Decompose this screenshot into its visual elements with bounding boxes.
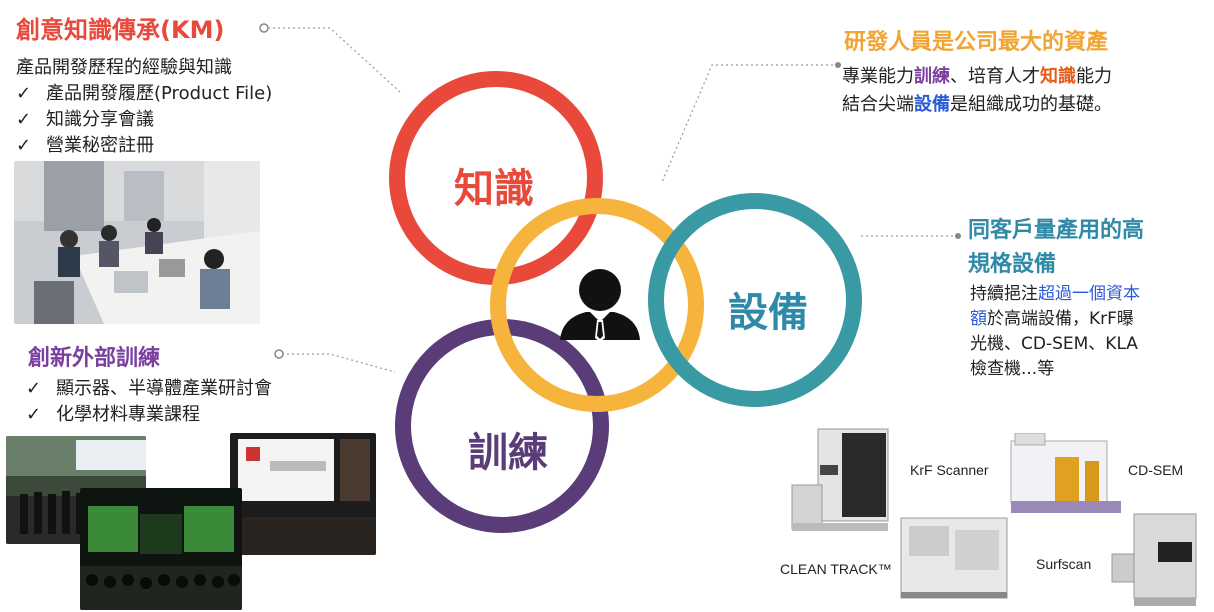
center-circle bbox=[490, 198, 704, 412]
cd-sem-image bbox=[1010, 433, 1121, 513]
equipment-label: 設備 bbox=[728, 290, 808, 336]
surfscan-label: Surfscan bbox=[1036, 556, 1092, 572]
people-line1: 專業能力訓練、培育人才知識能力 bbox=[842, 66, 1112, 87]
clean-track-image bbox=[900, 517, 1008, 599]
cd-sem-label: CD-SEM bbox=[1128, 462, 1184, 478]
km-section: 創意知識傳承(KM) 產品開發歷程的經驗與知識 產品開發履歷(Product F… bbox=[16, 10, 272, 159]
training-label: 訓練 bbox=[468, 430, 548, 476]
equipment-circle bbox=[648, 193, 862, 407]
meeting-photo bbox=[14, 161, 260, 324]
km-item: 營業秘密註冊 bbox=[16, 133, 272, 159]
km-item: 知識分享會議 bbox=[16, 107, 272, 133]
km-subtitle: 產品開發歷程的經驗與知識 bbox=[16, 57, 232, 78]
training-title: 創新外部訓練 bbox=[28, 346, 161, 371]
equipment-desc-line: 持續挹注超過一個資本 bbox=[970, 284, 1140, 304]
training-item: 化學材料專業課程 bbox=[26, 402, 272, 428]
clean-track-label: CLEAN TRACK™ bbox=[780, 561, 892, 577]
people-section: 研發人員是公司最大的資產 專業能力訓練、培育人才知識能力 結合尖端設備是組織成功… bbox=[842, 24, 1112, 116]
km-title: 創意知識傳承(KM) bbox=[16, 16, 225, 44]
equipment-desc-line: 光機、CD-SEM、KLA bbox=[970, 334, 1138, 354]
people-line2: 結合尖端設備是組織成功的基礎。 bbox=[842, 94, 1112, 115]
people-title: 研發人員是公司最大的資產 bbox=[844, 30, 1109, 55]
training-item: 顯示器、半導體產業研討會 bbox=[26, 376, 272, 402]
conference-hall-photo bbox=[230, 433, 376, 555]
equipment-desc-line: 檢查機...等 bbox=[970, 359, 1055, 379]
knowledge-label: 知識 bbox=[454, 166, 534, 212]
equipment-title-line1: 同客戶量產用的高 bbox=[968, 218, 1145, 243]
plenary-photo bbox=[80, 488, 242, 610]
equipment-title-line2: 規格設備 bbox=[968, 252, 1057, 277]
krf-scanner-label: KrF Scanner bbox=[910, 462, 989, 478]
training-section: 創新外部訓練 顯示器、半導體產業研討會 化學材料專業課程 bbox=[28, 340, 272, 428]
krf-scanner-image bbox=[791, 428, 889, 531]
equipment-desc-line: 額於高端設備，KrF曝 bbox=[970, 309, 1134, 329]
equipment-section: 同客戶量產用的高 規格設備 持續挹注超過一個資本 額於高端設備，KrF曝 光機、… bbox=[968, 212, 1144, 382]
person-icon bbox=[560, 269, 640, 342]
km-item: 產品開發履歷(Product File) bbox=[16, 81, 272, 107]
surfscan-image bbox=[1111, 513, 1197, 606]
